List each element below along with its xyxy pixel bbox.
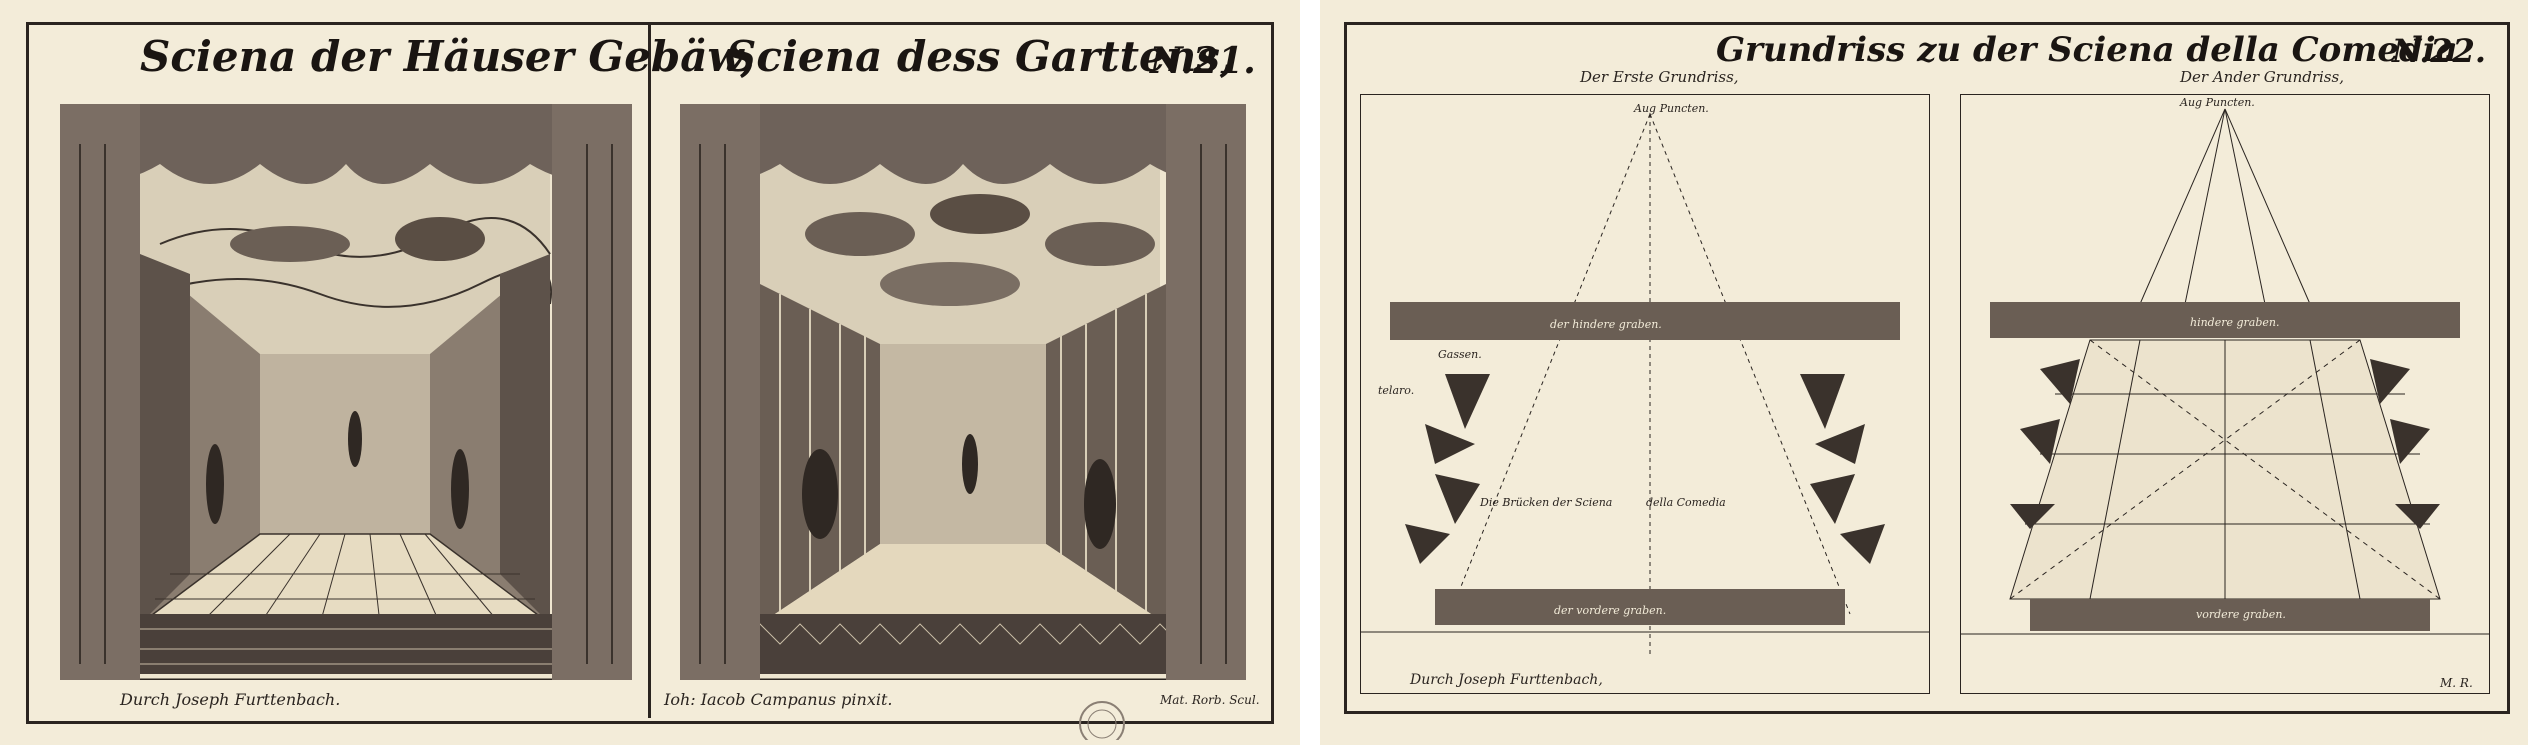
credit-furttenbach: Durch Joseph Furttenbach. [120, 690, 341, 709]
comedia-label: della Comedia [1646, 496, 1726, 509]
first-plan-label: Der Erste Grundriss, [1580, 68, 1739, 86]
left-engraving-plate: Sciena der Häuser Gebäw, Sciena dess Gar… [0, 0, 1300, 745]
front-trench-label: der vordere graben. [1554, 604, 1667, 617]
telaro-label: telaro. [1378, 384, 1415, 397]
rear-trench-label: der hindere graben. [1550, 318, 1662, 331]
eye-point-label-2: Aug Puncten. [2180, 96, 2255, 109]
plate-border [1344, 22, 2510, 714]
gassen-label: Gassen. [1438, 348, 1482, 361]
credit-furttenbach-2: Durch Joseph Furttenbach, [1410, 672, 1603, 688]
front-trench-label-2: vordere graben. [2196, 608, 2286, 621]
garden-stage-engraving [680, 104, 1246, 680]
bridge-label: Die Brücken der Sciena [1480, 496, 1613, 509]
plan-title: Grundriss zu der Sciena della Comedia [1716, 30, 2458, 70]
engraver-mark: M. R. [2440, 676, 2473, 690]
eye-point-label: Aug Puncten. [1634, 102, 1709, 115]
rear-trench-label-2: hindere graben. [2190, 316, 2280, 329]
second-plan-label: Der Ander Grundriss, [2180, 68, 2344, 86]
title-garden: Sciena dess Garttens, [726, 32, 1235, 81]
title-houses: Sciena der Häuser Gebäw, [140, 32, 755, 81]
right-engraving-plate: Grundriss zu der Sciena della Comedia N.… [1320, 0, 2528, 745]
panel-divider [648, 22, 651, 718]
plate-number: N.21. [1150, 40, 1256, 82]
houses-stage-engraving [60, 104, 632, 680]
library-stamp [1079, 701, 1125, 740]
plate-number-22: N.22. [2392, 32, 2487, 70]
second-ground-plan [1960, 94, 2490, 694]
credit-campanus: Ioh: Iacob Campanus pinxit. [664, 690, 893, 709]
first-ground-plan [1360, 94, 1930, 694]
credit-engraver: Mat. Rorb. Scul. [1160, 693, 1260, 707]
